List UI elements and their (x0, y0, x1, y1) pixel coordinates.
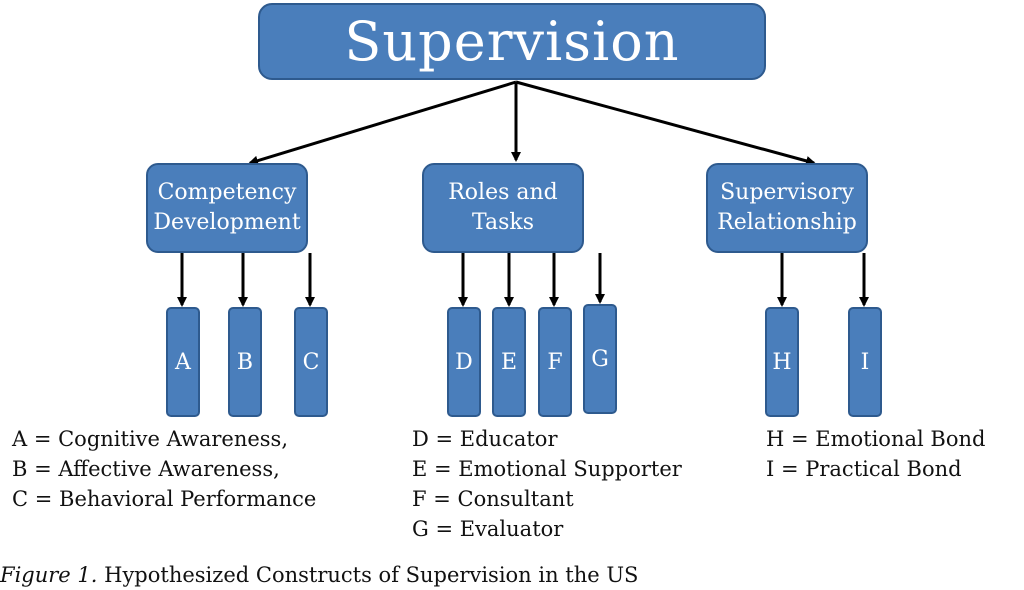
legend-entry: B = Affective Awareness, (12, 457, 280, 481)
legend-competency: A = Cognitive Awareness, B = Affective A… (12, 424, 316, 514)
leaf-node-g: G (583, 304, 617, 414)
legend-entry: H = Emotional Bond (766, 427, 986, 451)
leaf-label: F (547, 349, 563, 375)
legend-entry: G = Evaluator (412, 517, 564, 541)
category-label: Roles and Tasks (448, 180, 558, 235)
legend-entry: A = Cognitive Awareness, (12, 427, 288, 451)
leaf-node-i: I (848, 307, 882, 417)
arrow-root-to-relationship (515, 80, 816, 166)
leaf-label: H (772, 349, 792, 375)
leaf-node-e: E (492, 307, 526, 417)
leaf-label: D (455, 349, 473, 375)
legend-entry: E = Emotional Supporter (412, 457, 682, 481)
leaf-label: C (302, 349, 320, 375)
figure-label: Figure 1. (0, 563, 98, 587)
arrow-root-to-competency (248, 80, 517, 166)
category-node-roles-and-tasks: Roles and Tasks (422, 163, 584, 253)
leaf-node-a: A (166, 307, 200, 417)
category-label: Supervisory Relationship (717, 180, 857, 235)
leaf-label: B (236, 349, 254, 375)
leaf-label: I (860, 349, 870, 375)
leaf-node-d: D (447, 307, 481, 417)
legend-entry: C = Behavioral Performance (12, 487, 317, 511)
figure-caption: Figure 1. Hypothesized Constructs of Sup… (0, 560, 638, 590)
legend-entry: D = Educator (412, 427, 558, 451)
root-node-supervision: Supervision (258, 3, 766, 80)
category-node-competency-development: Competency Development (146, 163, 308, 253)
leaf-label: E (500, 349, 518, 375)
leaf-node-c: C (294, 307, 328, 417)
leaf-node-f: F (538, 307, 572, 417)
category-label: Competency Development (153, 180, 301, 235)
legend-roles: D = Educator E = Emotional Supporter F =… (412, 424, 682, 544)
leaf-node-b: B (228, 307, 262, 417)
leaf-label: G (591, 346, 609, 372)
leaf-node-h: H (765, 307, 799, 417)
legend-relationship: H = Emotional Bond I = Practical Bond (766, 424, 985, 484)
category-node-supervisory-relationship: Supervisory Relationship (706, 163, 868, 253)
root-label: Supervision (344, 9, 680, 73)
legend-entry: F = Consultant (412, 487, 574, 511)
legend-entry: I = Practical Bond (766, 457, 962, 481)
figure-caption-text: Hypothesized Constructs of Supervision i… (104, 563, 639, 587)
leaf-label: A (175, 349, 191, 375)
